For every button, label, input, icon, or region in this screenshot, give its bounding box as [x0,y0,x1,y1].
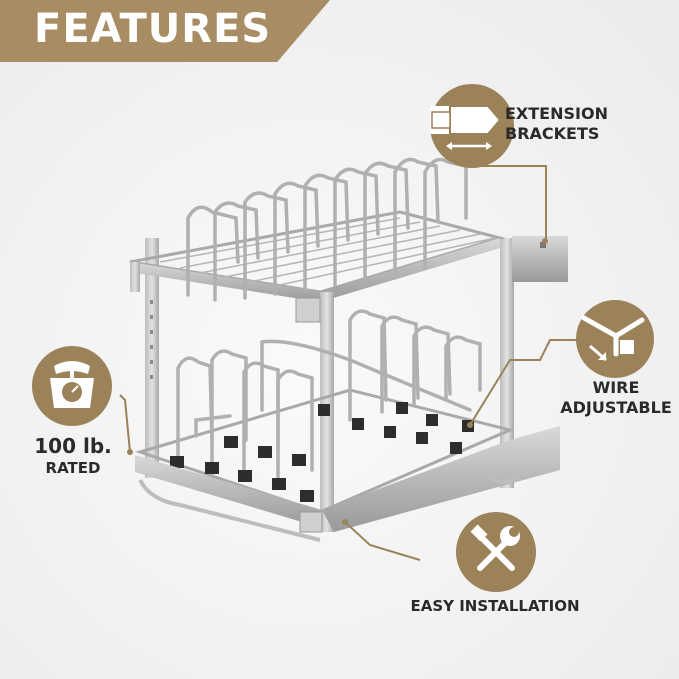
rated-leader-dot [127,449,133,455]
rated-label-line2: RATED [45,459,101,477]
wire-label-line1: WIRE [592,378,640,397]
extension-label: EXTENSION BRACKETS [505,104,625,144]
extension-label-line2: BRACKETS [505,124,600,143]
banner-title: FEATURES [34,6,272,52]
extension-leader-dot [542,238,548,244]
bottom-left-rail [135,455,322,528]
wire-hook-icon [581,315,645,362]
rated-label-line1: 100 lb. [34,434,112,458]
wire-badge [576,300,654,378]
rated-label: 100 lb. RATED [20,434,126,478]
rated-badge [32,346,112,426]
scale-icon [50,361,94,408]
extension-leader-v [545,165,547,240]
bracket-icon [430,105,502,150]
left-back-post [145,238,159,478]
wire-label: WIRE ADJUSTABLE [560,378,672,418]
tools-icon [470,524,520,571]
install-label: EASY INSTALLATION [410,597,580,615]
extension-leader-h [480,165,546,167]
wire-leader-dot [467,422,473,428]
extension-badge [430,84,514,168]
wire-label-line2: ADJUSTABLE [560,398,672,417]
extension-label-line1: EXTENSION [505,104,608,123]
bottom-right-rail [322,426,560,532]
install-leader-dot [342,519,348,525]
install-badge [456,512,536,592]
features-banner [0,0,330,62]
